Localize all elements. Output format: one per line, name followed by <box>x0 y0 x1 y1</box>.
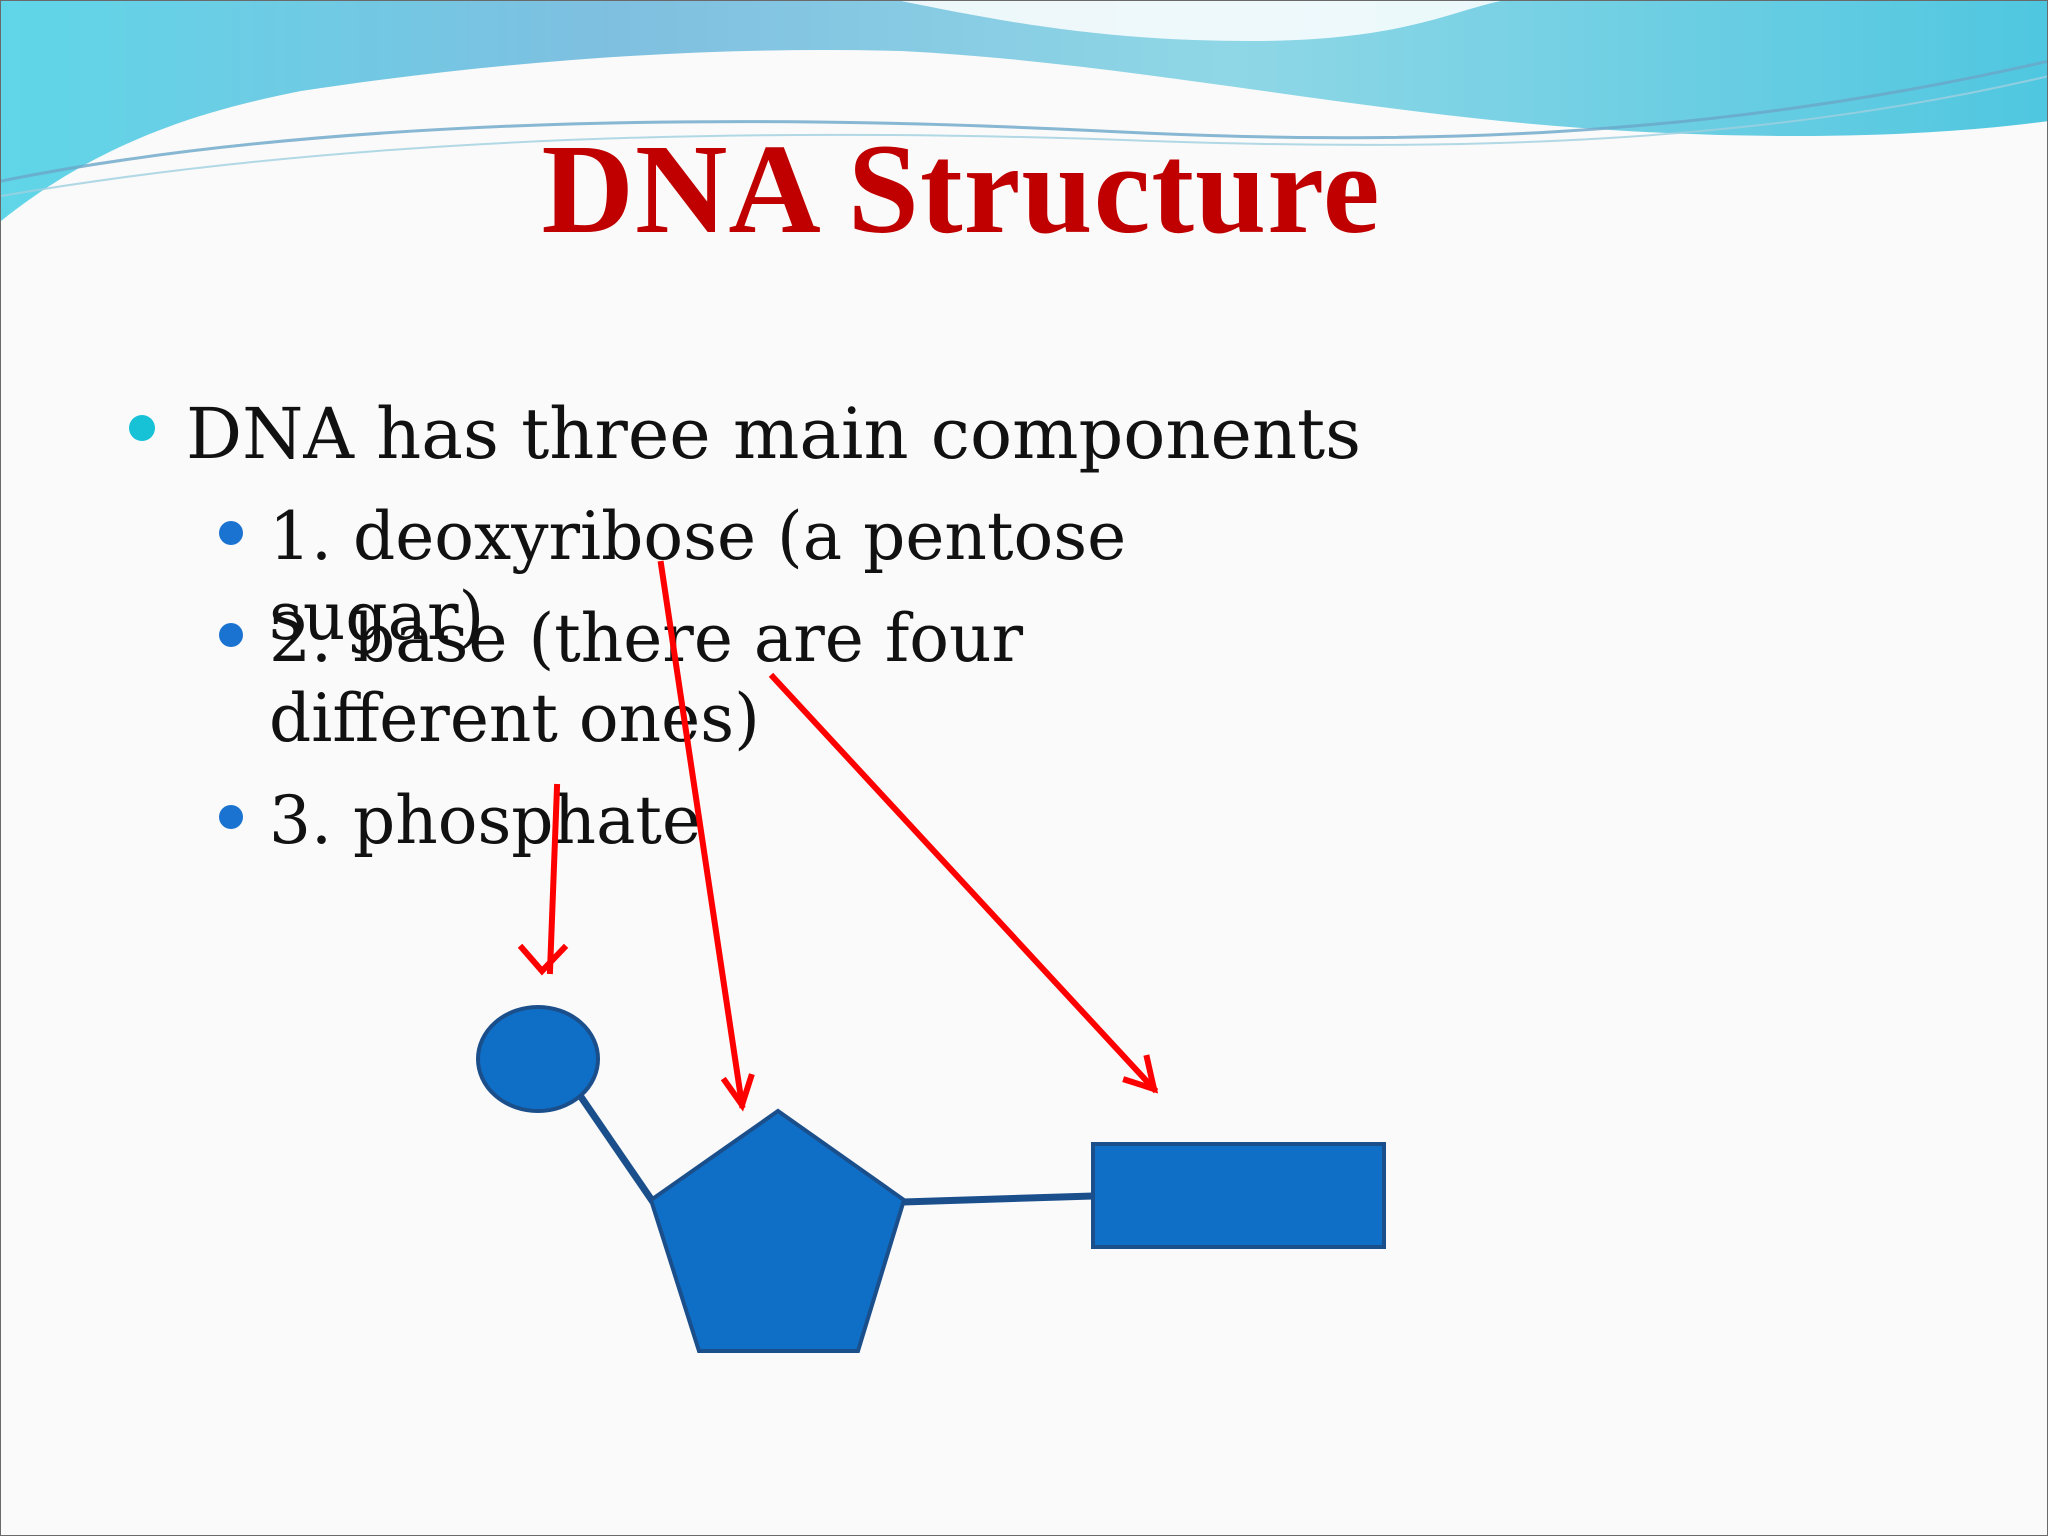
sugar-pentagon <box>648 1108 907 1353</box>
header-wave-decoration <box>1 1 2047 221</box>
arrow-to-phosphate-head <box>517 943 569 976</box>
phosphate-sugar-bond <box>576 1092 656 1204</box>
base-rectangle <box>1091 1142 1386 1249</box>
arrow-to-sugar-head <box>720 1073 755 1112</box>
bullet-dot-icon <box>129 415 155 441</box>
sub-bullet-2: 2. base (there are four different ones) <box>219 599 1299 759</box>
sub-bullet-3: 3. phosphate <box>219 781 1349 861</box>
sub-bullet-text: 3. phosphate <box>269 782 701 859</box>
arrow-to-base-head <box>1122 1054 1159 1094</box>
sugar-base-bond <box>902 1192 1094 1206</box>
sub-bullet-text: 2. base (there are four different ones) <box>269 600 1024 757</box>
slide-title: DNA Structure <box>541 118 1381 260</box>
bullet-main-text: DNA has three main components <box>186 393 1362 475</box>
bullet-main: DNA has three main components <box>129 389 1362 479</box>
phosphate-circle <box>476 1005 600 1113</box>
bullet-dot-icon <box>219 521 243 545</box>
bullet-dot-icon <box>219 623 243 647</box>
bullet-dot-icon <box>219 805 243 829</box>
